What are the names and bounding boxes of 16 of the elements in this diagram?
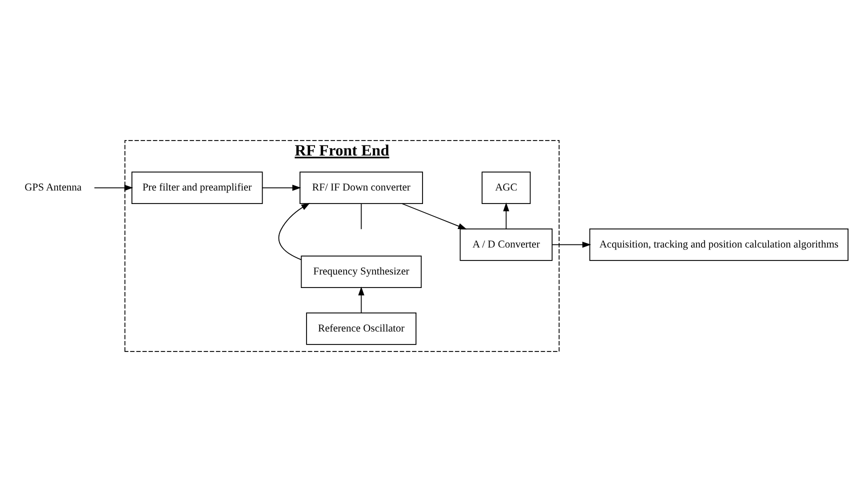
arrow bbox=[278, 202, 310, 260]
connector bbox=[360, 202, 362, 230]
arrow bbox=[503, 202, 510, 229]
node-box: RF/ IF Down converter bbox=[300, 171, 423, 204]
node-box: AGC bbox=[482, 171, 531, 204]
arrow bbox=[358, 286, 364, 313]
node-box: Acquisition, tracking and position calculation algorithms bbox=[589, 228, 848, 260]
arrow bbox=[262, 184, 302, 190]
node-box: Reference Oscillator bbox=[306, 312, 416, 344]
node-box: Frequency Synthesizer bbox=[300, 255, 422, 288]
arrow bbox=[94, 184, 134, 190]
node-text: GPS Antenna bbox=[24, 182, 82, 193]
arrow bbox=[552, 241, 592, 248]
node-box: Pre filter and preamplifier bbox=[131, 171, 263, 204]
arrow bbox=[402, 202, 467, 229]
node-box: A / D Converter bbox=[460, 228, 553, 260]
